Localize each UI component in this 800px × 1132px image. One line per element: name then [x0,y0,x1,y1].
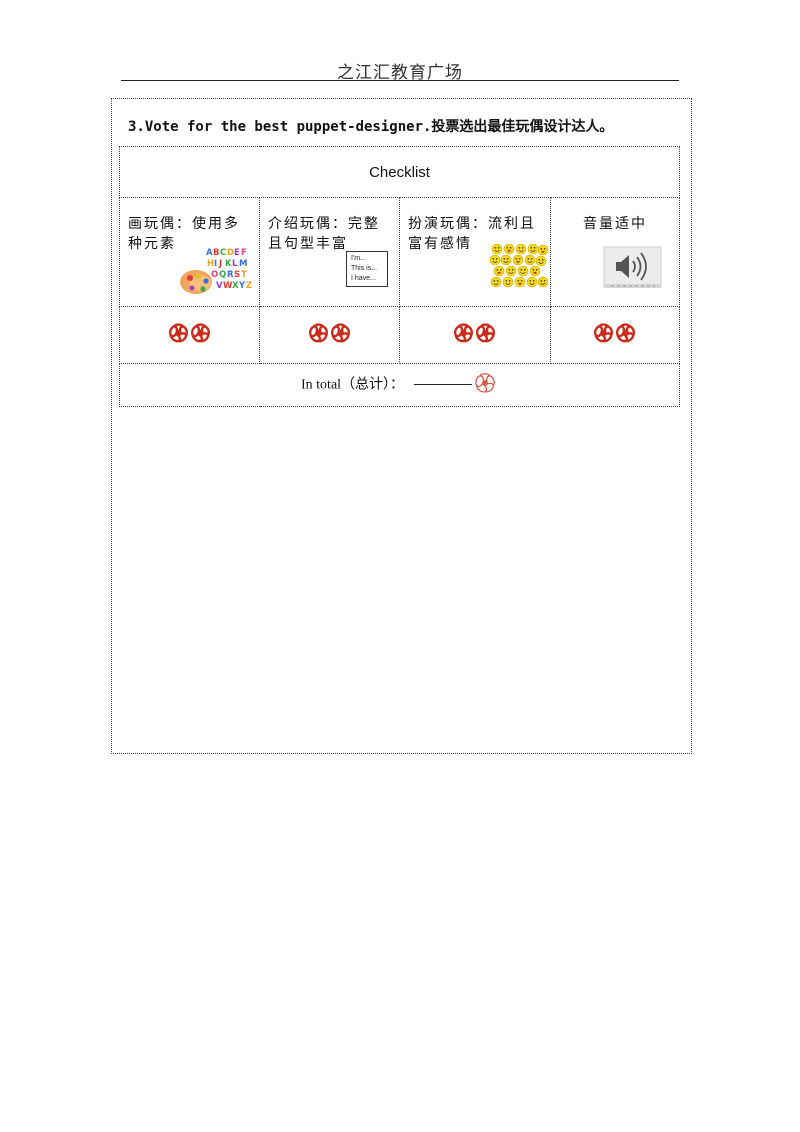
rating-cell [119,306,260,364]
svg-text:F: F [241,248,247,258]
svg-text:E: E [234,248,240,258]
card-line: I have... [351,275,376,282]
svg-text:T: T [241,270,247,280]
criterion-label: 扮演玩偶：流利且富有感情 [408,216,536,252]
flower-pair-icon [307,321,353,349]
task-frame [111,98,692,754]
svg-text:H: H [207,259,214,269]
svg-text:C: C [220,248,226,258]
palette-and-letters-icon: A B C D E F H I J K L M O Q R S T V W X [180,248,252,294]
total-blank-line[interactable] [414,384,473,386]
svg-text:R: R [227,270,234,280]
criterion-perform-cell: 扮演玩偶：流利且富有感情 [399,197,551,307]
svg-text:Q: Q [219,270,226,280]
svg-text:X: X [232,281,239,291]
svg-text:M: M [239,259,247,269]
rating-cell [259,306,400,364]
svg-text:K: K [225,259,232,269]
criterion-draw-cell: 画玩偶：使用多种元素 A B C D E F H I J K L M [119,197,260,307]
page-header-title: 之江汇教育广场 [337,63,463,83]
svg-text:D: D [227,248,234,258]
card-line: I'm... [351,255,366,262]
svg-text:Z: Z [246,281,252,291]
flower-pair-icon [592,321,638,349]
flower-pair-icon [452,321,498,349]
emoji-faces-icon [490,244,548,288]
checklist-table: Checklist 画玩偶：使用多种元素 A B C D E F H I J [118,146,681,407]
header-divider [121,80,679,81]
svg-text:O: O [211,270,218,280]
total-label: In total（总计）： [301,377,405,393]
flower-outline-icon [472,370,498,401]
flower-pair-icon [167,321,213,349]
speaker-volume-icon [603,246,662,288]
criterion-label: 画玩偶：使用多种元素 [128,216,240,252]
svg-text:Y: Y [238,281,246,291]
criterion-volume-cell: 音量适中 [549,197,681,307]
criterion-label: 音量适中 [583,216,648,232]
rating-cell [399,306,551,364]
svg-text:B: B [213,248,219,258]
svg-text:V: V [216,281,223,291]
total-cell: In total（总计）： [118,363,681,407]
card-line: This is... [351,265,378,272]
criterion-introduce-cell: 介绍玩偶：完整且句型丰富 I'm... This is... I have... [259,197,400,307]
svg-text:W: W [223,281,233,291]
criterion-label: 介绍玩偶：完整且句型丰富 [268,216,380,252]
task-title: 3.Vote for the best puppet-designer.投票选出… [128,119,614,135]
svg-text:S: S [234,270,240,280]
checklist-heading: Checklist [118,146,681,198]
sentence-card-icon: I'm... This is... I have... [346,251,388,287]
svg-text:L: L [232,259,238,269]
svg-text:J: J [218,259,222,269]
svg-text:I: I [214,259,217,269]
svg-text:A: A [206,248,213,258]
rating-cell [549,306,681,364]
